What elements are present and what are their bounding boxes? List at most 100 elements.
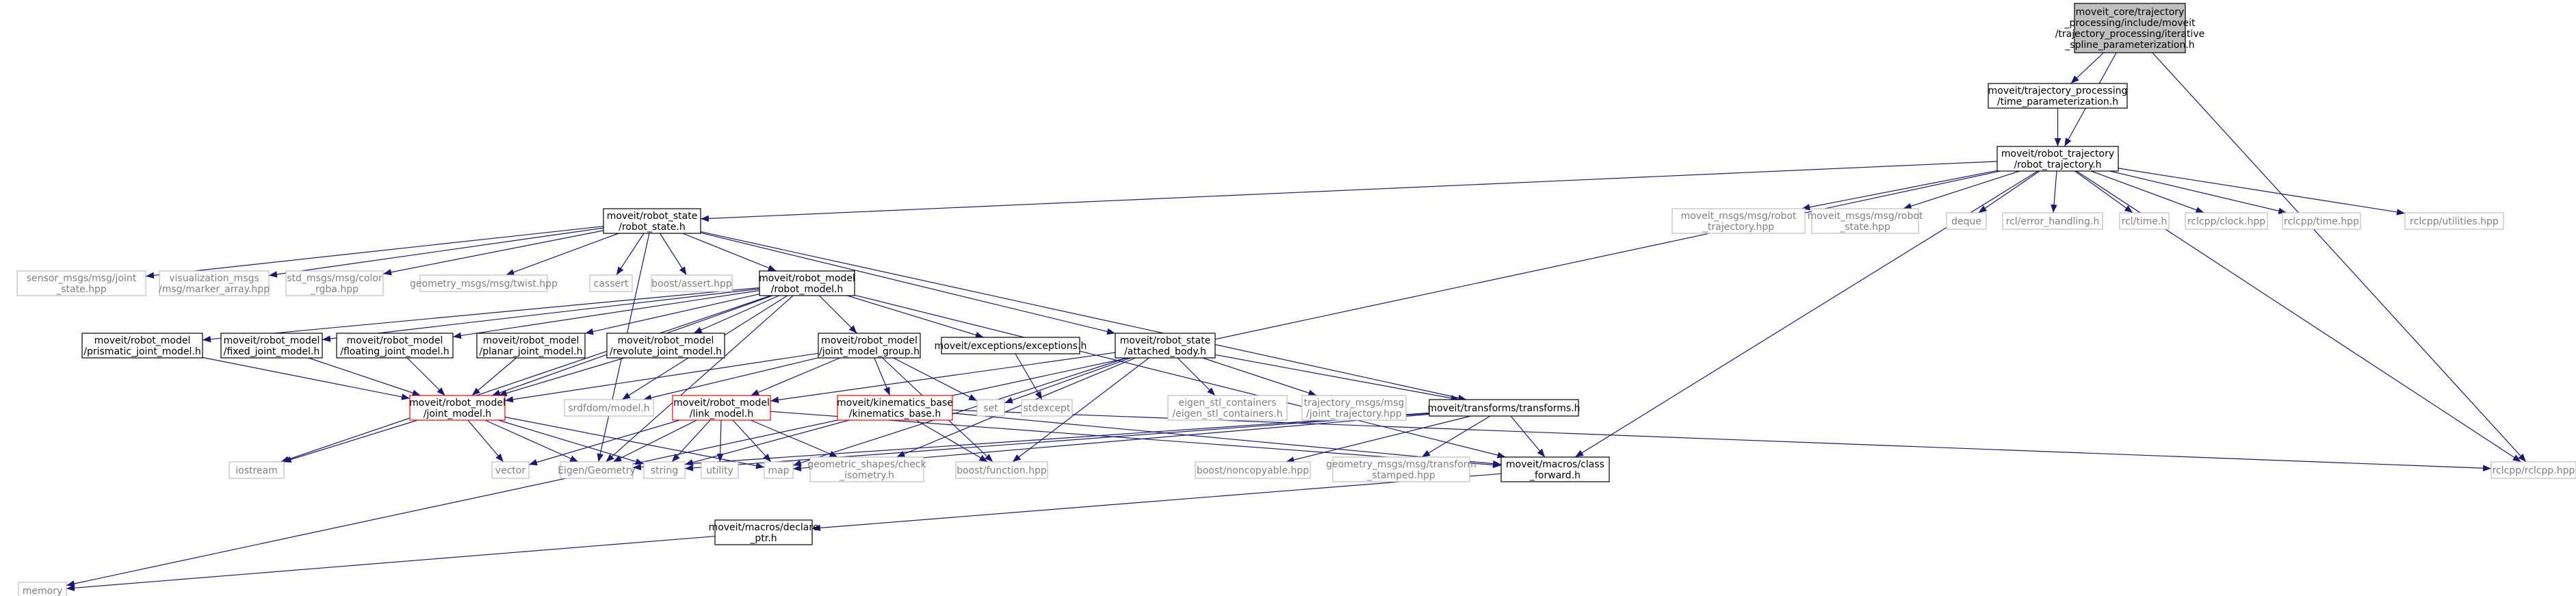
node-box: [2074, 3, 2186, 53]
node-revol[interactable]: moveit/robot_model/revolute_joint_model.…: [606, 333, 725, 359]
node-prism[interactable]: moveit/robot_model/prismatic_joint_model…: [81, 333, 203, 359]
node-label-line: geometric_shapes/check: [807, 459, 926, 470]
node-box: [701, 461, 739, 479]
node-box: [419, 274, 548, 292]
edge-rm-to-float: [452, 289, 760, 339]
edge-lm-to-map: [732, 419, 772, 463]
node-box: [1021, 399, 1073, 417]
node-box: [1167, 395, 1288, 421]
node-box: [2490, 461, 2576, 479]
edge-tf-to-geotf: [1421, 415, 1491, 458]
edge-prism-to-jm: [202, 357, 411, 400]
node-box: [18, 582, 67, 596]
node-box: [1500, 456, 1610, 482]
node-label-line: moveit/trajectory_processing: [1988, 86, 2128, 96]
edge-rs-to-bassert: [659, 233, 687, 276]
edge-root-to-tp: [2070, 52, 2105, 84]
node-float[interactable]: moveit/robot_model/floating_joint_model.…: [336, 333, 454, 359]
node-box: [2404, 212, 2504, 230]
node-rm[interactable]: moveit/robot_model/robot_model.h: [759, 270, 855, 296]
node-rt[interactable]: moveit/robot_trajectory/robot_trajectory…: [1996, 146, 2119, 172]
node-tf[interactable]: moveit/transforms/transforms.h: [1427, 399, 1580, 417]
node-label-line: /msg/marker_array.hpp: [159, 284, 270, 295]
node-label-line: Eigen/Geometry: [558, 465, 636, 476]
node-label-line: /robot_state.h: [619, 222, 685, 233]
node-label-line: moveit/macros/declare: [709, 522, 819, 533]
node-box: [564, 399, 654, 417]
node-fixed[interactable]: moveit/robot_model/fixed_joint_model.h: [220, 333, 323, 359]
edge-jm-to-eigen: [484, 419, 579, 463]
node-trajmsg: trajectory_msgs/msg/joint_trajectory.hpp: [1301, 395, 1407, 421]
node-mstate: moveit_msgs/msg/robot_state.hpp: [1808, 208, 1923, 234]
edges-layer: [66, 52, 2527, 592]
edge-rm-to-eigen: [606, 295, 794, 463]
node-rs[interactable]: moveit/robot_state/robot_state.h: [603, 208, 701, 234]
edge-rm-to-jmg: [819, 295, 857, 334]
edge-jmg-to-lm: [750, 357, 841, 396]
node-exc[interactable]: moveit/exceptions/exceptions.h: [935, 337, 1087, 354]
node-label-line: map: [768, 465, 789, 476]
edge-jmg-to-kin: [874, 357, 891, 396]
node-label-line: _stamped.hpp: [1366, 470, 1435, 481]
node-label-line: moveit_msgs/msg/robot: [1681, 211, 1797, 222]
node-box: [955, 461, 1048, 479]
edge-rs-to-sens: [145, 226, 604, 279]
node-box: [16, 270, 146, 296]
node-label-line: /joint_model.h: [424, 409, 491, 419]
node-lm[interactable]: moveit/robot_model/link_model.h: [672, 395, 771, 421]
edge-rs-to-rm: [682, 233, 777, 272]
node-classfwd[interactable]: moveit/macros/class_forward.h: [1500, 456, 1610, 482]
node-box: [1996, 146, 2119, 172]
node-box: [651, 274, 733, 292]
node-bfunc: boost/function.hpp: [955, 461, 1048, 479]
node-tp[interactable]: moveit/trajectory_processing/time_parame…: [1988, 83, 2128, 109]
node-label-line: set: [983, 403, 998, 414]
node-box: [285, 270, 384, 296]
node-label-line: moveit_msgs/msg/robot: [1808, 211, 1923, 222]
edge-lm-to-vector: [528, 419, 680, 466]
node-label-line: moveit/robot_trajectory: [2001, 148, 2114, 159]
node-declptr[interactable]: moveit/macros/declare_ptr.h: [709, 519, 819, 545]
node-set: set: [976, 399, 1005, 417]
node-label-line: /robot_trajectory.h: [2014, 159, 2101, 170]
node-ab[interactable]: moveit/robot_state/attached_body.h: [1115, 333, 1216, 359]
edge-rm-to-revol: [693, 295, 779, 334]
node-label-line: moveit/robot_model: [618, 335, 714, 346]
node-root[interactable]: moveit_core/trajectory_processing/includ…: [2055, 3, 2205, 53]
edge-planar-to-jm: [471, 357, 517, 396]
edge-kin-to-bfunc: [915, 419, 988, 463]
node-jm[interactable]: moveit/robot_model/joint_model.h: [409, 395, 506, 421]
node-jmg[interactable]: moveit/robot_model/joint_model_group.h: [818, 333, 921, 359]
node-bassert: boost/assert.hpp: [651, 274, 733, 292]
node-box: [764, 461, 794, 479]
edge-rs-to-vis: [268, 227, 604, 278]
edge-rt-to-rcltime: [2074, 170, 2133, 213]
edge-rs-to-twist: [506, 233, 619, 276]
node-box: [1332, 456, 1470, 482]
node-label-line: /time_parameterization.h: [1997, 96, 2118, 107]
node-rclclock: rclcpp/clock.hpp: [2185, 212, 2268, 230]
node-box: [1811, 208, 1919, 234]
node-box: [606, 333, 725, 359]
node-label-line: sensor_msgs/msg/joint: [27, 273, 137, 284]
edge-rt-to-memory: [66, 170, 2001, 587]
node-box: [2119, 212, 2170, 230]
node-eigen: Eigen/Geometry: [558, 461, 636, 479]
edge-ab-to-eigstl: [1177, 357, 1216, 396]
edge-lm-to-eigen: [612, 419, 697, 463]
node-kin[interactable]: moveit/kinematics_base/kinematics_base.h: [837, 395, 953, 421]
node-planar[interactable]: moveit/robot_model/planar_joint_model.h: [476, 333, 586, 359]
node-geotf: geometry_msgs/msg/transform_stamped.hpp: [1326, 456, 1476, 482]
node-box: [1671, 208, 1806, 234]
node-cassert: cassert: [589, 274, 633, 292]
node-box: [1115, 333, 1216, 359]
node-label-line: rcl/time.h: [2122, 216, 2168, 227]
edge-ab-to-set: [1004, 357, 1131, 404]
edge-fixed-to-jm: [308, 357, 421, 396]
edge-rt-to-mtraj: [1801, 170, 1998, 211]
edge-ab-to-map: [792, 357, 1128, 467]
node-label-line: rclcpp/time.hpp: [2284, 216, 2359, 227]
node-label-line: moveit/transforms/transforms.h: [1427, 403, 1580, 414]
edge-jm-to-map: [504, 416, 765, 469]
node-label-line: moveit/robot_model: [409, 398, 506, 409]
